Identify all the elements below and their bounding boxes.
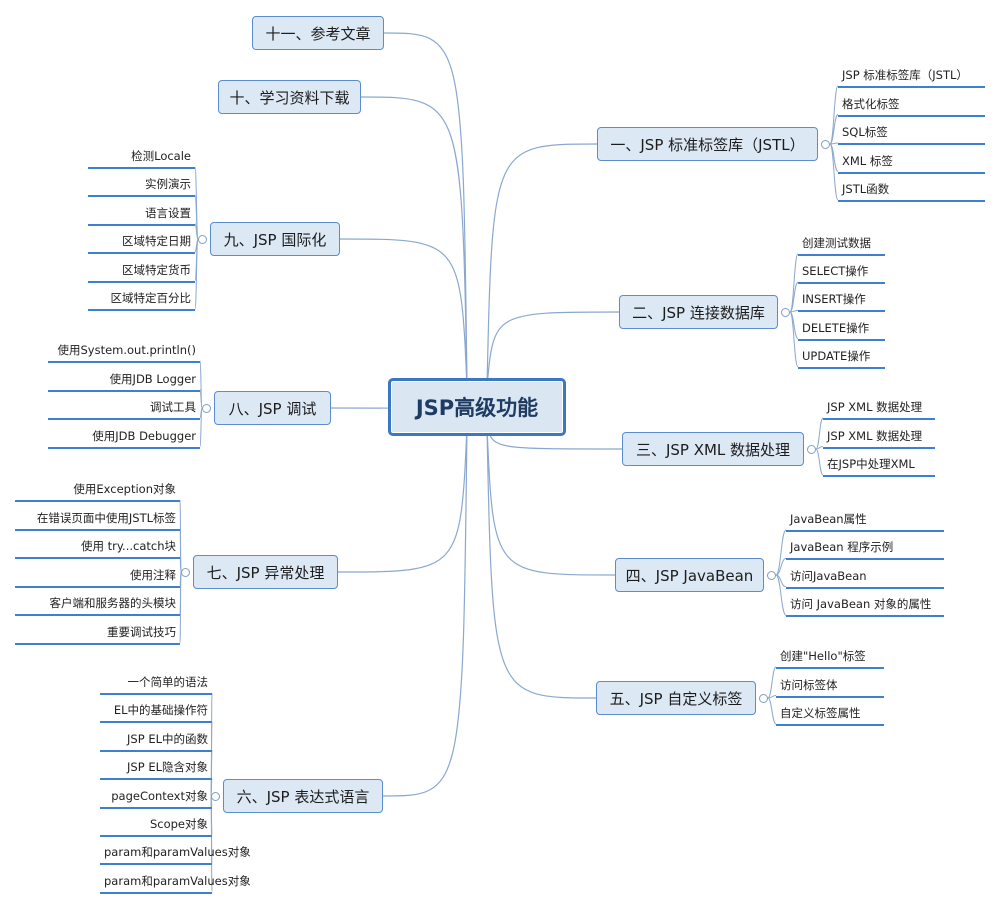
connector-line bbox=[194, 223, 199, 240]
central-topic[interactable]: JSP高级功能 bbox=[388, 378, 566, 436]
connector-line bbox=[775, 574, 787, 616]
subtopic-6-7[interactable]: param和paramValues对象 bbox=[100, 843, 251, 866]
connector-line bbox=[383, 32, 468, 388]
subtopic-2-5[interactable]: UPDATE操作 bbox=[798, 347, 885, 369]
branch-topic-9[interactable]: 九、JSP 国际化 bbox=[210, 222, 340, 256]
subtopic-8-3[interactable]: 调试工具 bbox=[48, 398, 200, 420]
subtopic-6-6[interactable]: Scope对象 bbox=[100, 815, 212, 837]
branch-topic-6[interactable]: 六、JSP 表达式语言 bbox=[223, 779, 383, 813]
connector-line bbox=[789, 309, 799, 313]
connector-line bbox=[767, 666, 777, 699]
connector-line bbox=[789, 281, 799, 313]
subtopic-1-5[interactable]: JSTL函数 bbox=[838, 180, 985, 202]
subtopic-8-1[interactable]: 使用System.out.println() bbox=[48, 341, 200, 363]
collapse-toggle[interactable] bbox=[807, 444, 816, 454]
subtopic-2-4[interactable]: DELETE操作 bbox=[798, 319, 885, 341]
connector-line bbox=[486, 426, 616, 576]
branch-topic-5[interactable]: 五、JSP 自定义标签 bbox=[596, 681, 756, 715]
connector-line bbox=[199, 407, 203, 447]
subtopic-7-6[interactable]: 重要调试技巧 bbox=[15, 623, 180, 645]
subtopic-4-2[interactable]: JavaBean 程序示例 bbox=[786, 538, 944, 561]
subtopic-9-3[interactable]: 语言设置 bbox=[88, 204, 195, 226]
collapse-toggle[interactable] bbox=[181, 567, 190, 577]
collapse-toggle[interactable] bbox=[198, 234, 207, 244]
connector-line bbox=[199, 389, 203, 409]
subtopic-9-4[interactable]: 区域特定日期 bbox=[88, 232, 195, 255]
connector-line bbox=[789, 311, 799, 368]
subtopic-9-1[interactable]: 检测Locale bbox=[88, 147, 195, 169]
branch-topic-11[interactable]: 十一、参考文章 bbox=[252, 16, 384, 50]
connector-line bbox=[486, 426, 597, 699]
branch-topic-2[interactable]: 二、JSP 连接数据库 bbox=[619, 295, 778, 329]
branch-topic-3[interactable]: 三、JSP XML 数据处理 bbox=[622, 432, 804, 466]
connector-line bbox=[360, 96, 468, 388]
subtopic-5-3[interactable]: 自定义标签属性 bbox=[776, 704, 884, 726]
subtopic-7-1[interactable]: 使用Exception对象 bbox=[15, 480, 180, 502]
subtopic-5-1[interactable]: 创建"Hello"标签 bbox=[776, 647, 884, 669]
connector-line bbox=[486, 311, 620, 388]
subtopic-8-2[interactable]: 使用JDB Logger bbox=[48, 370, 200, 392]
subtopic-6-5[interactable]: pageContext对象 bbox=[100, 787, 212, 809]
subtopic-7-4[interactable]: 使用注释 bbox=[15, 566, 180, 588]
subtopic-6-2[interactable]: EL中的基础操作符 bbox=[100, 701, 212, 724]
connector-line bbox=[767, 697, 777, 725]
connector-line bbox=[775, 557, 787, 576]
connector-line bbox=[815, 446, 824, 450]
subtopic-8-4[interactable]: 使用JDB Debugger bbox=[48, 427, 200, 449]
branch-topic-4[interactable]: 四、JSP JavaBean bbox=[615, 558, 764, 592]
connector-line bbox=[339, 238, 468, 388]
subtopic-2-3[interactable]: INSERT操作 bbox=[798, 290, 885, 313]
subtopic-9-6[interactable]: 区域特定百分比 bbox=[88, 289, 195, 311]
subtopic-1-4[interactable]: XML 标签 bbox=[838, 152, 985, 174]
subtopic-6-3[interactable]: JSP EL中的函数 bbox=[100, 730, 212, 752]
branch-topic-7[interactable]: 七、JSP 异常处理 bbox=[193, 555, 338, 589]
subtopic-7-2[interactable]: 在错误页面中使用JSTL标签 bbox=[15, 509, 180, 531]
subtopic-7-3[interactable]: 使用 try...catch块 bbox=[15, 537, 180, 560]
connector-line bbox=[829, 142, 839, 145]
subtopic-9-5[interactable]: 区域特定货币 bbox=[88, 261, 195, 283]
subtopic-1-3[interactable]: SQL标签 bbox=[838, 123, 985, 145]
subtopic-2-1[interactable]: 创建测试数据 bbox=[798, 234, 885, 256]
subtopic-4-4[interactable]: 访问 JavaBean 对象的属性 bbox=[786, 595, 944, 618]
collapse-toggle[interactable] bbox=[202, 403, 211, 413]
connector-line bbox=[829, 114, 839, 145]
collapse-toggle[interactable] bbox=[211, 791, 220, 801]
connector-line bbox=[179, 571, 182, 644]
subtopic-1-2[interactable]: 格式化标签 bbox=[838, 95, 985, 117]
collapse-toggle[interactable] bbox=[759, 693, 768, 703]
connector-line bbox=[815, 448, 824, 476]
subtopic-3-2[interactable]: JSP XML 数据处理 bbox=[823, 427, 935, 449]
branch-topic-1[interactable]: 一、JSP 标准标签库（JSTL） bbox=[597, 127, 818, 161]
subtopic-7-5[interactable]: 客户端和服务器的头模块 bbox=[15, 594, 180, 617]
subtopic-6-8[interactable]: param和paramValues对象 bbox=[100, 872, 251, 894]
branch-topic-10[interactable]: 十、学习资料下载 bbox=[218, 80, 361, 114]
branch-topic-8[interactable]: 八、JSP 调试 bbox=[214, 391, 331, 425]
collapse-toggle[interactable] bbox=[767, 570, 776, 580]
subtopic-5-2[interactable]: 访问标签体 bbox=[776, 676, 884, 698]
subtopic-9-2[interactable]: 实例演示 bbox=[88, 175, 195, 198]
connector-line bbox=[486, 143, 598, 388]
subtopic-3-1[interactable]: JSP XML 数据处理 bbox=[823, 398, 935, 420]
subtopic-1-1[interactable]: JSP 标准标签库（JSTL） bbox=[838, 66, 985, 88]
subtopic-3-3[interactable]: 在JSP中处理XML bbox=[823, 455, 935, 477]
subtopic-2-2[interactable]: SELECT操作 bbox=[798, 262, 885, 285]
connector-line bbox=[337, 426, 468, 573]
subtopic-4-1[interactable]: JavaBean属性 bbox=[786, 510, 944, 532]
collapse-toggle[interactable] bbox=[821, 139, 830, 149]
connector-line bbox=[194, 238, 199, 310]
connector-line bbox=[829, 143, 839, 201]
connector-line bbox=[815, 417, 824, 450]
connector-line bbox=[767, 695, 777, 699]
subtopic-6-1[interactable]: 一个简单的语法 bbox=[100, 673, 212, 695]
connector-line bbox=[775, 529, 787, 576]
subtopic-4-3[interactable]: 访问JavaBean bbox=[786, 567, 944, 589]
subtopic-6-4[interactable]: JSP EL隐含对象 bbox=[100, 758, 212, 781]
collapse-toggle[interactable] bbox=[781, 307, 790, 317]
connector-line bbox=[382, 426, 468, 797]
